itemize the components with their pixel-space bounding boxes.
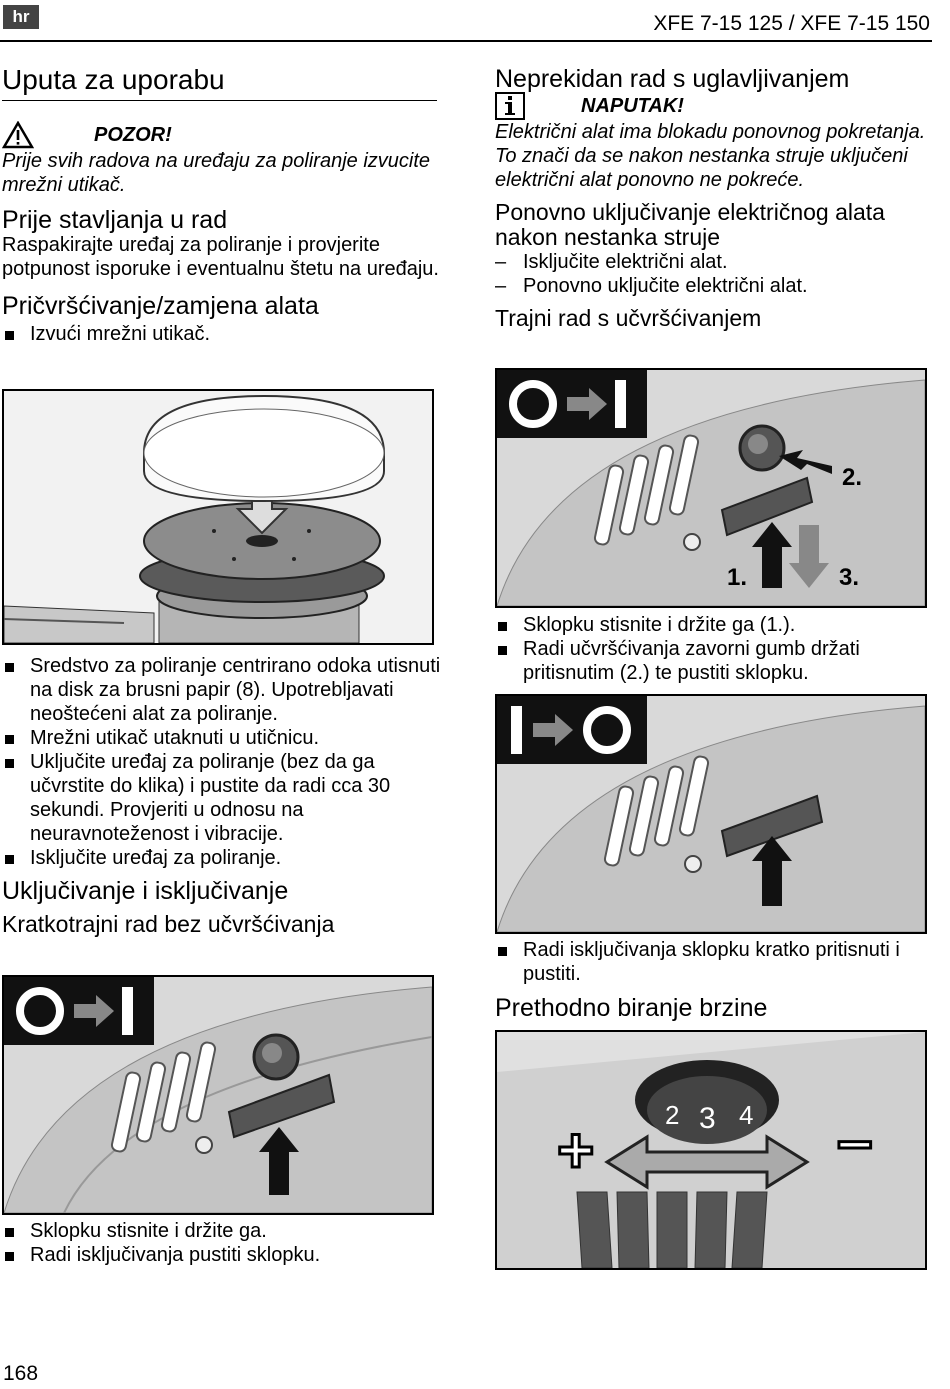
note-heading: NAPUTAK! — [495, 92, 935, 120]
polishing-pad-illustration — [4, 391, 432, 643]
caution-text: Prije svih radova na uređaju za poliranj… — [2, 150, 431, 196]
figure-short-run — [2, 975, 434, 1215]
list-item: Sredstvo za poliranje centrirano odoka u… — [2, 654, 442, 726]
figure-lock: 2. 1. 3. — [495, 368, 927, 608]
dial-number: 3 — [699, 1102, 716, 1135]
list-item: Mrežni utikač utaknuti u utičnicu. — [2, 726, 442, 750]
warning-icon — [2, 121, 34, 149]
figure-polishing-pad — [2, 389, 434, 645]
right-column: Neprekidan rad s uglavljivanjem NAPUTAK!… — [495, 66, 935, 331]
figure-speed: 2 3 4 + – — [495, 1030, 927, 1270]
list-item: Radi isključivanja sklopku kratko pritis… — [495, 938, 935, 986]
left-column: Uputa za uporabu POZOR! Prije svih radov… — [2, 64, 442, 346]
list-item: Izvući mrežni utikač. — [2, 322, 442, 346]
heading-restart: Ponovno uključivanje električnog alata n… — [495, 199, 885, 250]
heading-switch: Uključivanje i isključivanje — [2, 877, 289, 905]
right-column-lower: Radi isključivanja sklopku kratko pritis… — [495, 938, 935, 1021]
label-three: 3. — [839, 564, 859, 591]
list-item: Sklopku stisnite i držite ga. — [2, 1219, 442, 1243]
header-rule — [0, 40, 932, 42]
note-text: Električni alat ima blokadu ponovnog pok… — [495, 121, 926, 191]
dial-number: 4 — [739, 1100, 753, 1130]
heading-continuous: Neprekidan rad s uglavljivanjem — [495, 65, 850, 93]
page-title: Uputa za uporabu — [2, 64, 437, 101]
heading-prior: Prije stavljanja u rad — [2, 206, 228, 234]
heading-fix: Pričvršćivanje/zamjena alata — [2, 292, 319, 320]
caution-label: POZOR! — [94, 124, 172, 146]
list-item: Sklopku stisnite i držite ga (1.). — [495, 613, 935, 637]
note-label: NAPUTAK! — [581, 95, 684, 117]
heading-short: Kratkotrajni rad bez učvršćivanja — [2, 911, 335, 937]
figure-off — [495, 694, 927, 934]
plus-sign: + — [557, 1114, 594, 1186]
list-item: Radi isključivanja pustiti sklopku. — [2, 1243, 442, 1267]
model-name: XFE 7-15 125 / XFE 7-15 150 — [653, 12, 930, 35]
heading-speed: Prethodno biranje brzine — [495, 994, 768, 1022]
list-item: Ponovno uključite električni alat. — [495, 274, 935, 298]
language-tag: hr — [3, 5, 39, 29]
lock-illustration: 2. 1. 3. — [497, 370, 925, 606]
left-column-lower: Sredstvo za poliranje centrirano odoka u… — [2, 654, 442, 937]
speed-dial-illustration: 2 3 4 + – — [497, 1032, 925, 1268]
page-number: 168 — [3, 1362, 39, 1385]
heading-lock: Trajni rad s učvršćivanjem — [495, 305, 762, 331]
dial-number: 2 — [665, 1100, 679, 1130]
right-column-mid: Sklopku stisnite i držite ga (1.). Radi … — [495, 613, 935, 685]
info-icon — [495, 92, 525, 120]
list-item: Isključite uređaj za poliranje. — [2, 846, 442, 870]
prior-text: Raspakirajte uređaj za poliranje i provj… — [2, 234, 439, 280]
off-illustration — [497, 696, 925, 932]
minus-sign: – — [837, 1104, 873, 1176]
left-column-bottom: Sklopku stisnite i držite ga. Radi isklj… — [2, 1219, 442, 1267]
list-item: Uključite uređaj za poliranje (bez da ga… — [2, 750, 442, 846]
list-item: Radi učvršćivanja zavorni gumb držati pr… — [495, 637, 935, 685]
switch-illustration — [4, 977, 432, 1213]
caution-heading: POZOR! — [2, 121, 442, 149]
list-item: Isključite električni alat. — [495, 250, 935, 274]
label-one: 1. — [727, 564, 747, 591]
label-two: 2. — [842, 464, 862, 491]
